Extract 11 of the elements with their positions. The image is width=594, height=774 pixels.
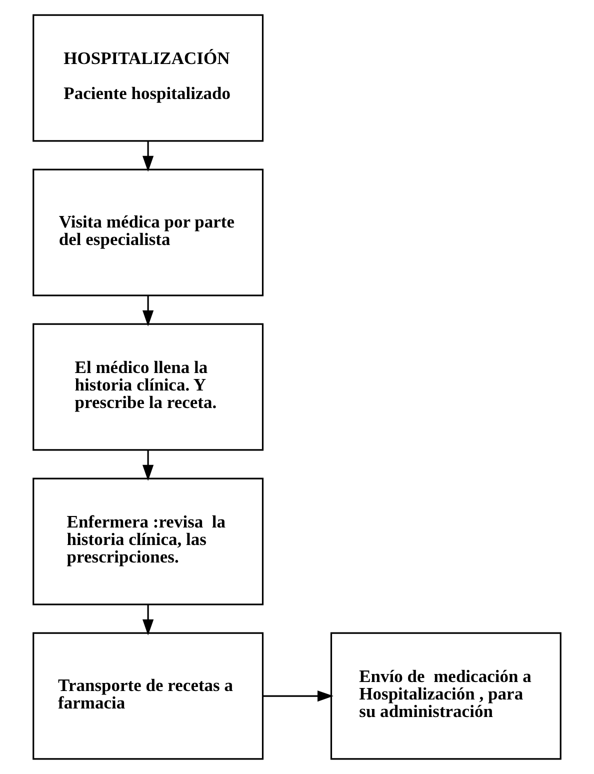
arrow [263, 690, 334, 702]
arrow [142, 141, 154, 172]
node-box: Enfermera :revisa la historia clínica, las prescripciones. [32, 478, 264, 606]
arrow [142, 296, 154, 326]
node-box: HOSPITALIZACIÓN Paciente hospitalizado [32, 14, 264, 142]
node-box: El médico llena la historia clínica. Y prescribe la receta. [32, 323, 264, 451]
node-box: Envío de medicación a Hospitalización , para su administración [330, 632, 562, 760]
node-box: Transporte de recetas a farmacia [32, 632, 264, 760]
node-box: Visita médica por parte del especialista [32, 168, 264, 296]
arrow [142, 450, 154, 481]
arrow [142, 604, 154, 636]
